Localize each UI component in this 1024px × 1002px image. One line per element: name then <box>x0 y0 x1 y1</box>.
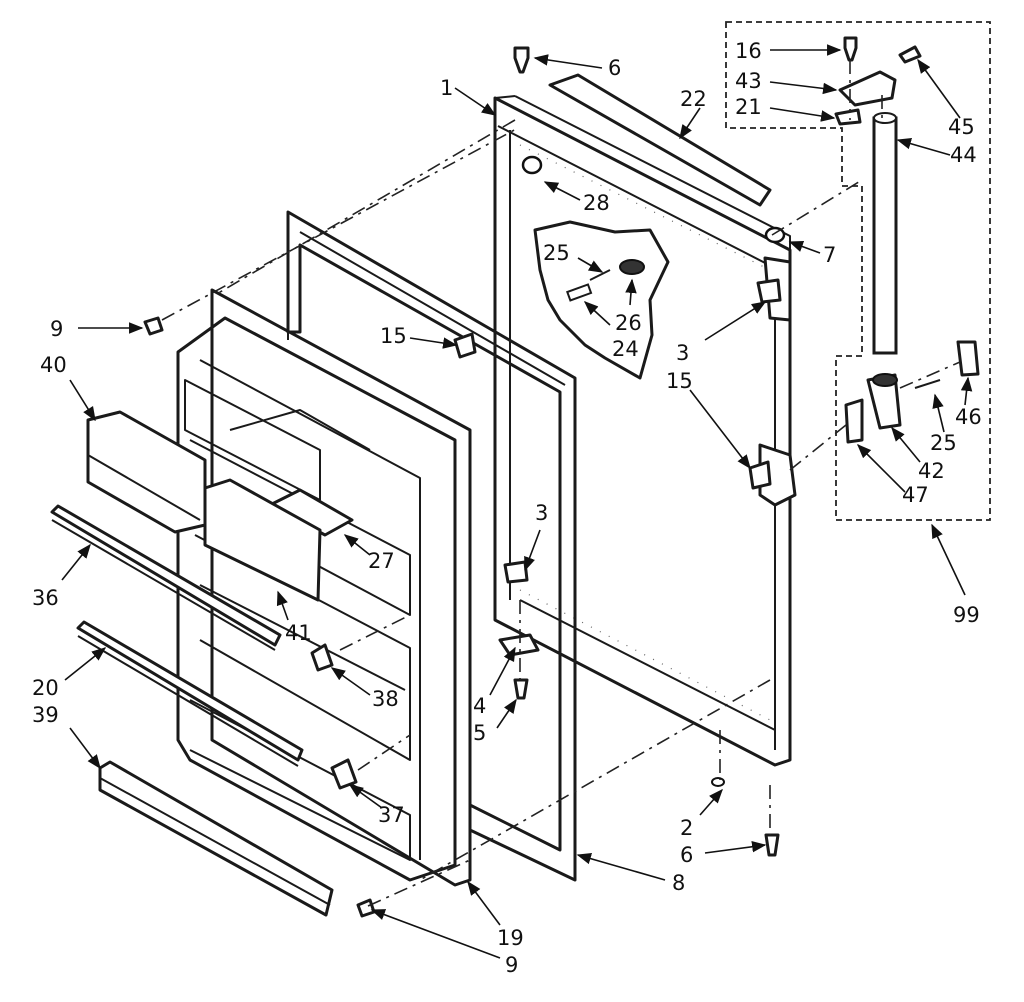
callout-41: 41 <box>285 621 312 645</box>
callout-39: 39 <box>32 703 59 727</box>
screws-and-parts <box>143 36 858 918</box>
upper-hinge-kit-box <box>725 21 991 521</box>
callout-24: 24 <box>612 337 639 361</box>
lower-hinge-42 <box>844 340 980 444</box>
callout-40: 40 <box>40 353 67 377</box>
callout-2: 2 <box>680 816 693 840</box>
callout-26: 26 <box>615 311 642 335</box>
callout-46: 46 <box>955 405 982 429</box>
callout-16: 16 <box>735 39 762 63</box>
leader-lines <box>61 44 973 959</box>
callout-6-top: 6 <box>608 56 621 80</box>
callout-42: 42 <box>918 459 945 483</box>
callout-45: 45 <box>948 115 975 139</box>
top-trim-strip <box>548 73 772 207</box>
callout-21: 21 <box>735 95 762 119</box>
callout-3-lower: 3 <box>535 501 548 525</box>
shelf-41 <box>203 478 322 602</box>
callout-25-cutaway: 25 <box>543 241 570 265</box>
callout-15-right: 15 <box>666 369 693 393</box>
callout-36: 36 <box>32 586 59 610</box>
callout-37: 37 <box>378 803 405 827</box>
callout-28: 28 <box>583 191 610 215</box>
callout-9-bottom: 9 <box>505 953 518 977</box>
callout-27: 27 <box>368 549 395 573</box>
assembly-lines <box>161 60 961 907</box>
callout-47: 47 <box>902 483 929 507</box>
shelf-rail-40 <box>86 410 207 534</box>
shelf-rail-20 <box>76 620 304 767</box>
callout-44: 44 <box>950 143 977 167</box>
door-gasket <box>286 210 577 882</box>
hinge-pin-44 <box>872 112 898 355</box>
callout-43: 43 <box>735 69 762 93</box>
callout-20: 20 <box>32 676 59 700</box>
callout-4: 4 <box>473 694 486 718</box>
callout-labels: 1 6 22 28 25 26 24 7 3 15 15 3 4 5 2 6 8… <box>32 39 982 977</box>
callout-7: 7 <box>823 243 836 267</box>
cutaway-detail <box>533 220 670 380</box>
end-cap-38 <box>310 643 334 672</box>
shelf-rail-39 <box>98 760 334 917</box>
callout-6-bottom: 6 <box>680 843 693 867</box>
callout-5: 5 <box>473 721 486 745</box>
end-cap-37 <box>330 758 358 790</box>
callout-3-right: 3 <box>676 341 689 365</box>
callout-19: 19 <box>497 926 524 950</box>
callout-38: 38 <box>372 687 399 711</box>
callout-1: 1 <box>440 76 453 100</box>
inner-door-liner <box>176 288 472 887</box>
callout-9-left: 9 <box>50 317 63 341</box>
callout-15-left: 15 <box>380 324 407 348</box>
callout-25-hinge: 25 <box>930 431 957 455</box>
callout-22: 22 <box>680 87 707 111</box>
shelf-rail-36 <box>50 504 282 651</box>
callout-99: 99 <box>953 603 980 627</box>
callout-8: 8 <box>672 871 685 895</box>
